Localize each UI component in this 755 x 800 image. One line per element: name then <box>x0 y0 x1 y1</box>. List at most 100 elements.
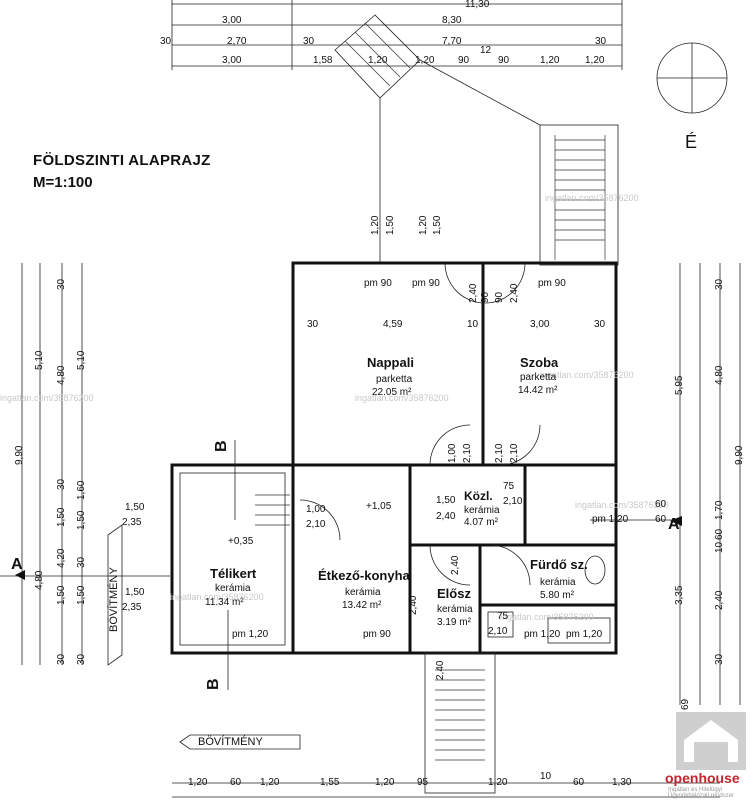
dim-label: 60 <box>655 514 667 525</box>
dim-label: 1,60 <box>76 480 87 500</box>
room-area-telikert: 11.34 m² <box>205 597 244 608</box>
dim-label: 90 <box>498 55 510 66</box>
room-area-furdo: 5.80 m² <box>540 590 574 601</box>
dim-label: 9,90 <box>734 445 745 465</box>
window-label: pm 1,20 <box>524 629 561 640</box>
room-name-etkezo: Étkező-konyha <box>318 568 410 583</box>
top-diagonal-stair <box>334 14 541 262</box>
watermark: ingatlan.com/35876200 <box>500 612 594 622</box>
dim-label: 2,40 <box>450 555 461 575</box>
watermark: ingatlan.com/35876200 <box>575 500 669 510</box>
room-area-szoba: 14.42 m² <box>518 385 558 396</box>
room-floor-nappali: parketta <box>376 374 413 385</box>
dim-label: 5,95 <box>674 375 685 395</box>
dim-label: 1,50 <box>56 585 67 605</box>
left-dimension-lines <box>0 263 170 665</box>
dim-label: 2,40 <box>509 283 520 303</box>
dim-label: 30 <box>714 653 725 665</box>
dim-label: 10 <box>714 541 725 553</box>
dim-label: 30 <box>76 556 87 568</box>
dim-label: 30 <box>76 653 87 665</box>
dim-label: 3,00 <box>222 55 242 66</box>
dim-label: 30 <box>56 278 67 290</box>
dim-label: 1,20 <box>540 55 560 66</box>
room-floor-furdo: kerámia <box>540 577 576 588</box>
dim-label: 60 <box>573 777 585 788</box>
dim-label: 30 <box>56 653 67 665</box>
dim-label: 60 <box>230 777 242 788</box>
room-name-kozl: Közl. <box>464 489 493 503</box>
dim-label: 1,30 <box>612 777 632 788</box>
dim-label: 1,50 <box>76 585 87 605</box>
dim-label: 2,35 <box>122 602 142 613</box>
dim-label: 2,40 <box>435 660 446 680</box>
brand-tagline: Ingatlan és Hitelügyi Ügynökhálózati ren… <box>668 787 735 799</box>
window-label: pm 90 <box>412 278 440 289</box>
level-mark: +1,05 <box>366 501 392 512</box>
dim-label: 2,10 <box>462 443 473 463</box>
dim-label: 95 <box>417 777 429 788</box>
dim-label: 1,50 <box>436 495 456 506</box>
room-area-nappali: 22.05 m² <box>372 387 412 398</box>
dim-label: 60 <box>655 499 667 510</box>
dim-label: 3,35 <box>674 585 685 605</box>
dim-label: 1,20 <box>488 777 508 788</box>
dim-label: 1,20 <box>370 215 381 235</box>
room-floor-etkezo: kerámia <box>345 587 381 598</box>
room-name-nappali: Nappali <box>367 355 414 370</box>
dim-label: 30 <box>303 36 315 47</box>
window-label: pm 1,20 <box>232 629 269 640</box>
dim-label: 1,50 <box>125 587 145 598</box>
window-label: pm 1,20 <box>566 629 603 640</box>
dim-label: 2,40 <box>408 595 419 615</box>
dim-label: 3,00 <box>222 15 242 26</box>
dim-label: 2,70 <box>227 36 247 47</box>
entrance-stair <box>424 652 496 794</box>
dim-label: 1,50 <box>76 510 87 530</box>
section-mark-b-top: B <box>213 440 230 452</box>
dim-label: 1,20 <box>418 215 429 235</box>
section-arrows <box>15 516 682 580</box>
dim-label: 1,50 <box>125 502 145 513</box>
right-dimension-lines <box>590 263 741 705</box>
dim-label: 9,90 <box>14 445 25 465</box>
main-walls <box>291 261 618 655</box>
extension-frames <box>107 524 301 750</box>
watermark: ingatlan.com/35876200 <box>0 393 94 403</box>
openhouse-logo-mark <box>676 712 746 770</box>
dim-label: 75 <box>503 481 515 492</box>
dim-label: 30 <box>307 319 319 330</box>
room-floor-eloszoba: kerámia <box>437 604 473 615</box>
plan-title: FÖLDSZINTI ALAPRAJZ <box>33 152 211 169</box>
window-label: pm 90 <box>363 629 391 640</box>
dim-label: 5,10 <box>34 350 45 370</box>
north-arrow <box>656 42 728 114</box>
dim-label: 2,40 <box>468 283 479 303</box>
house-icon <box>684 720 738 762</box>
dim-label: 30 <box>56 478 67 490</box>
dim-label: 4,80 <box>56 365 67 385</box>
dim-label: 90 <box>480 291 491 303</box>
dim-label: 2,10 <box>306 519 326 530</box>
dim-label: 4,59 <box>383 319 403 330</box>
section-mark-a-right: A <box>668 516 680 533</box>
top-dimension-lines <box>171 0 623 70</box>
dim-label: 1,00 <box>447 443 458 463</box>
room-name-furdo: Fürdő sz. <box>530 557 588 572</box>
room-floor-kozl: kerámia <box>464 505 500 516</box>
dim-label: 4,20 <box>56 548 67 568</box>
dim-label: 30 <box>714 278 725 290</box>
dim-label: 30 <box>160 36 172 47</box>
window-label: pm 90 <box>538 278 566 289</box>
dim-label: 11,30 <box>465 0 490 10</box>
dim-label: 7,70 <box>442 36 462 47</box>
section-mark-a-left: A <box>11 556 23 573</box>
dim-label: 1,00 <box>306 504 326 515</box>
dim-label: 1,20 <box>368 55 388 66</box>
room-floor-szoba: parketta <box>520 372 557 383</box>
dim-label: 8,30 <box>442 15 462 26</box>
right-stair <box>539 124 619 266</box>
telikert-walls <box>170 440 295 690</box>
room-name-eloszoba: Elősz <box>437 586 471 601</box>
